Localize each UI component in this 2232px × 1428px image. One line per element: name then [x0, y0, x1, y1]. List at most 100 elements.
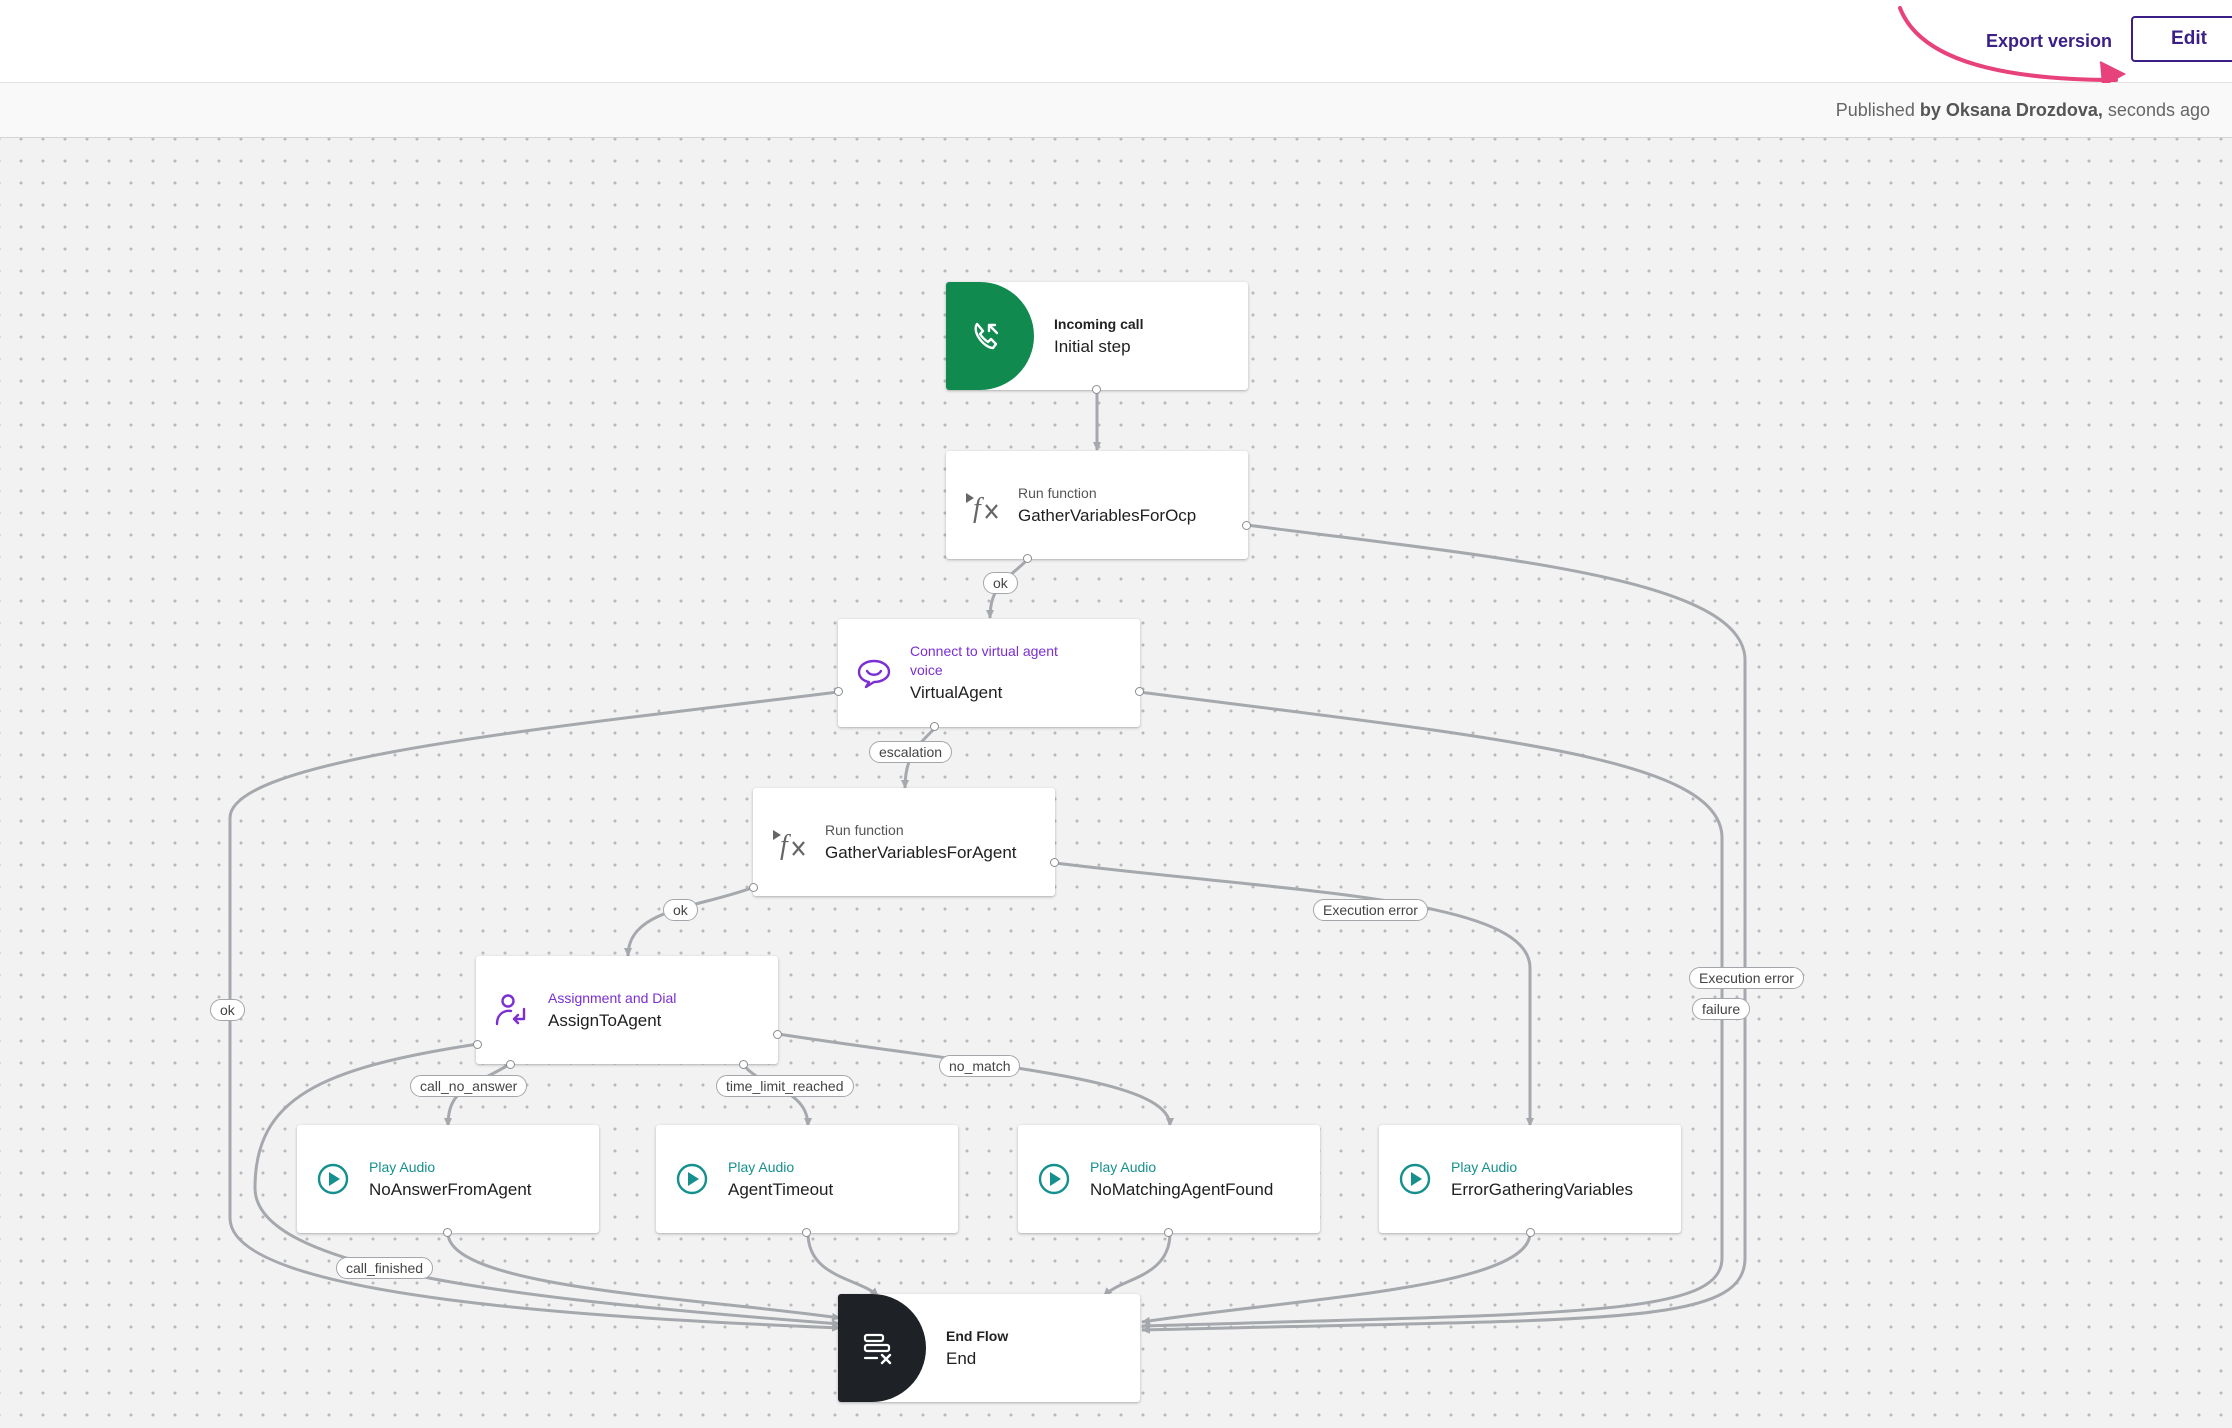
export-version-button[interactable]: Export version — [1968, 18, 2130, 64]
edge-label-call-finished[interactable]: call_finished — [336, 1257, 434, 1279]
in-port-left[interactable] — [834, 687, 843, 696]
published-by: by Oksana Drozdova, — [1919, 100, 2103, 120]
node-virtual-agent[interactable]: Connect to virtual agent voice VirtualAg… — [834, 619, 1144, 731]
out-port-left[interactable] — [749, 883, 758, 892]
annotation-arrow — [1898, 6, 2127, 87]
assign-text: Assignment and Dial AssignToAgent — [548, 956, 768, 1064]
node-type: Run function — [825, 821, 904, 838]
gather-agent-text: Run function GatherVariablesForAgent — [825, 788, 1045, 896]
node-type: Play Audio — [728, 1158, 795, 1175]
out-port-right[interactable] — [1242, 521, 1251, 530]
edge-label-call-no-answer[interactable]: call_no_answer — [410, 1075, 528, 1097]
out-port[interactable] — [802, 1228, 811, 1237]
play-circle-icon — [1399, 1163, 1431, 1195]
top-bar: Export version Edit — [0, 0, 2232, 87]
node-name: VirtualAgent — [910, 683, 1003, 702]
out-port-1[interactable] — [506, 1060, 515, 1069]
out-port-right[interactable] — [1050, 858, 1059, 867]
person-dial-icon — [495, 994, 526, 1026]
node-type: Play Audio — [369, 1158, 436, 1175]
edge-virtual-ok-end — [228, 690, 841, 1332]
end-cap — [838, 1294, 926, 1402]
flow-canvas[interactable]: Incoming call Initial step f Run functio… — [0, 138, 2232, 1428]
edge-gather-ocp-end — [1141, 523, 1747, 1334]
edge-timeout-end — [806, 1232, 880, 1298]
svg-text:f: f — [973, 493, 984, 523]
gather-ocp-text: Run function GatherVariablesForOcp — [1018, 451, 1238, 559]
out-port-2[interactable] — [739, 1060, 748, 1069]
node-type: Assignment and Dial — [548, 989, 677, 1006]
status-bar: Published by Oksana Drozdova, seconds ag… — [0, 83, 2232, 138]
node-name: NoAnswerFromAgent — [369, 1179, 532, 1199]
node-no-answer[interactable]: Play Audio NoAnswerFromAgent — [297, 1125, 599, 1237]
node-incoming-call[interactable]: Incoming call Initial step — [946, 282, 1248, 394]
function-icon: f — [773, 830, 805, 860]
edit-button[interactable]: Edit — [2131, 16, 2232, 62]
end-flow-icon — [863, 1333, 892, 1365]
node-name: End — [946, 1348, 977, 1368]
function-icon: f — [966, 493, 998, 523]
edge-label-no-match[interactable]: no_match — [939, 1055, 1021, 1077]
node-end-flow[interactable]: End Flow End — [838, 1294, 1140, 1402]
node-gather-ocp[interactable]: f Run function GatherVariablesForOcp — [946, 451, 1251, 563]
node-type: Run function — [1018, 484, 1097, 501]
error-gathering-text: Play Audio ErrorGatheringVariables — [1451, 1125, 1671, 1233]
out-port[interactable] — [1526, 1228, 1535, 1237]
node-type: Incoming call — [1054, 315, 1144, 332]
node-name: AgentTimeout — [728, 1179, 834, 1199]
edge-label-ok[interactable]: ok — [663, 899, 698, 921]
node-assign-to-agent[interactable]: Assignment and Dial AssignToAgent — [473, 956, 782, 1069]
edge-label-execution-error[interactable]: Execution error — [1313, 899, 1428, 921]
edge-virtual-failure-end — [1138, 690, 1724, 1330]
node-type: Play Audio — [1090, 1158, 1157, 1175]
no-match-text: Play Audio NoMatchingAgentFound — [1090, 1125, 1310, 1233]
node-name: AssignToAgent — [548, 1010, 662, 1030]
play-circle-icon — [1038, 1163, 1070, 1195]
virtual-agent-text: Connect to virtual agent voice VirtualAg… — [910, 619, 1130, 727]
node-gather-agent[interactable]: f Run function GatherVariablesForAgent — [749, 788, 1059, 896]
out-port[interactable] — [930, 722, 939, 731]
edge-label-time-limit-reached[interactable]: time_limit_reached — [716, 1075, 854, 1097]
edge-noanswer-end — [446, 1232, 841, 1321]
published-prefix: Published — [1835, 100, 1915, 120]
incoming-cap — [946, 282, 1034, 390]
speech-bubble-icon — [857, 659, 891, 689]
out-port-left[interactable] — [473, 1040, 482, 1049]
out-port-right[interactable] — [1135, 687, 1144, 696]
edge-label-failure[interactable]: failure — [1692, 998, 1751, 1020]
timeout-text: Play Audio AgentTimeout — [728, 1125, 948, 1233]
edge-label-ok[interactable]: ok — [983, 572, 1018, 594]
node-name: GatherVariablesForOcp — [1018, 505, 1197, 525]
play-circle-icon — [317, 1163, 349, 1195]
end-text: End Flow End — [946, 1294, 1130, 1402]
edge-call-finished — [253, 1042, 841, 1328]
out-port[interactable] — [1023, 554, 1032, 563]
out-port[interactable] — [1092, 385, 1101, 394]
phone-incoming-icon — [974, 322, 999, 350]
edge-label-escalation[interactable]: escalation — [869, 741, 953, 763]
node-type: Connect to virtual agent voice — [910, 643, 1058, 678]
published-status: Published by Oksana Drozdova, seconds ag… — [1836, 100, 2210, 121]
node-name: GatherVariablesForAgent — [825, 842, 1017, 862]
edge-nomatch-end — [1102, 1232, 1172, 1298]
no-answer-text: Play Audio NoAnswerFromAgent — [369, 1125, 589, 1233]
node-name: Initial step — [1054, 336, 1131, 356]
edge-exec-error-audio — [1054, 861, 1534, 1127]
out-port[interactable] — [1164, 1228, 1173, 1237]
node-name: ErrorGatheringVariables — [1451, 1179, 1634, 1199]
play-circle-icon — [676, 1163, 708, 1195]
node-type: Play Audio — [1451, 1158, 1518, 1175]
svg-text:f: f — [780, 830, 791, 860]
edge-label-ok[interactable]: ok — [210, 999, 245, 1021]
out-port-right[interactable] — [773, 1030, 782, 1039]
node-type: End Flow — [946, 1327, 1009, 1344]
node-no-matching-agent[interactable]: Play Audio NoMatchingAgentFound — [1018, 1125, 1320, 1237]
published-when: seconds ago — [2107, 100, 2210, 120]
node-agent-timeout[interactable]: Play Audio AgentTimeout — [656, 1125, 958, 1237]
node-error-gathering[interactable]: Play Audio ErrorGatheringVariables — [1379, 1125, 1681, 1237]
node-name: NoMatchingAgentFound — [1090, 1179, 1274, 1199]
incoming-text: Incoming call Initial step — [1054, 282, 1238, 390]
edge-label-execution-error[interactable]: Execution error — [1689, 967, 1804, 989]
edge-no-match — [777, 1032, 1174, 1127]
out-port[interactable] — [443, 1228, 452, 1237]
